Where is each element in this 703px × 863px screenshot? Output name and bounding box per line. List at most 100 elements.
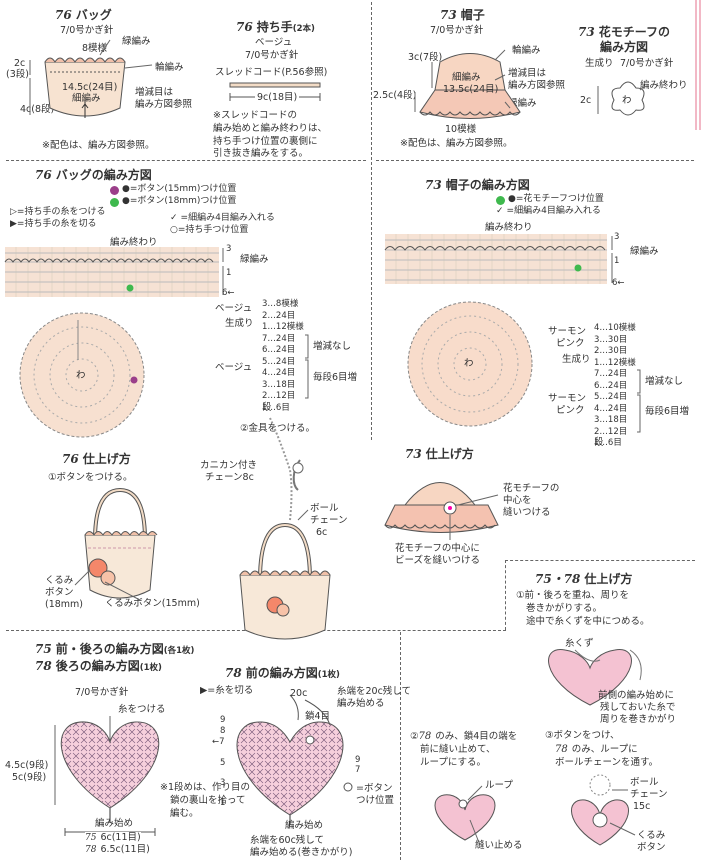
- bag-label-2c: 2c: [14, 58, 26, 69]
- heart-front-r5: 5: [220, 758, 226, 768]
- heart-finish-stop: 縫い止める: [475, 840, 523, 851]
- four-sc-icon-hat: ✓: [496, 206, 504, 217]
- bag-chart-legend-left: ▷=持ち手の糸をつける ▶=持ち手の糸を切る: [10, 207, 106, 230]
- hat-label-green: 緑編み: [508, 98, 537, 109]
- heart-front-btn2: つけ位置: [356, 795, 395, 806]
- bag-label-inc2: 編み方図参照: [135, 99, 193, 110]
- hat-chart-body-rows: [385, 234, 607, 284]
- motif-size: 2c: [580, 95, 592, 106]
- hat-chart-dan: 段: [594, 437, 604, 448]
- heart-front-r8: 8: [220, 726, 226, 736]
- hat-chart-color-pink: ピンク: [556, 338, 585, 349]
- hat-chart-row-list: 4…10模様 3…30目 2…30目 1…12模様 7…24目 6…24目 5……: [594, 323, 636, 448]
- heart-front-cut: ▶=糸を切る: [200, 685, 254, 696]
- heart-back-attach: 糸をつける: [118, 704, 166, 715]
- bag-chart-row3: 3: [226, 244, 232, 254]
- hat-label-inc2: 編み方図参照: [508, 80, 566, 91]
- bag-chart-legend-right: ●=ボタン(15mm)つけ位置 ●=ボタン(18mm)つけ位置: [110, 184, 236, 208]
- heart-front-f1: 糸端を60c残して: [250, 835, 325, 846]
- bag-label-inc1: 増減目は: [135, 87, 174, 98]
- bag-label-8: 8模様: [82, 43, 108, 54]
- bag-finish-kani2: チェーン8c: [205, 472, 254, 483]
- heart-finish-illustration3: [571, 774, 636, 846]
- hat-chart-legend: ●=花モチーフつけ位置 ✓=細編み4目編み入れる: [496, 194, 604, 217]
- heart-front-chain: 鎖4目: [305, 711, 331, 722]
- hat-finish-m3: 縫いつける: [503, 507, 551, 518]
- heart-finish-step1: ①前・後ろを重ね、周りを 巻きかがりする。 途中で糸くずを中につめる。: [516, 590, 650, 627]
- heart-finish-ball3: 15c: [633, 801, 651, 812]
- bag-chart-row-list: 3…8模様 2…24目 1…12模様 7…24目 6…24目 5…24目 4…2…: [262, 299, 304, 413]
- hat-chart-color-pink2: ピンク: [556, 405, 585, 416]
- bag-bottom-size: 14.5c(24目): [62, 82, 118, 93]
- bag-finish-step1: ①ボタンをつける。: [48, 472, 133, 483]
- bag-chart-row1: 1: [226, 268, 232, 278]
- handle-length: 9c(18目): [255, 92, 300, 104]
- motif-ring-label: わ: [622, 95, 632, 106]
- bag-finish-ball1: ボール: [310, 503, 339, 514]
- heart-front-c20: 20c: [290, 688, 308, 699]
- hat-chart-no-change: 増減なし: [645, 376, 684, 387]
- bag-finish-kurumi3: (18mm): [45, 599, 84, 610]
- bag-finish-illustration: [74, 417, 331, 640]
- hat-label-3c: 3c(7段): [408, 52, 443, 63]
- bag-chart-ring: わ: [76, 370, 86, 381]
- bag-note: ※配色は、編み方図参照。: [42, 140, 155, 151]
- bag-finish-ball3: 6c: [316, 527, 328, 538]
- hat-finish-b1: 花モチーフの中心に: [395, 543, 480, 554]
- heart-front-e1: 糸端を20c残して: [337, 686, 412, 697]
- heart-front-e2: 編み始める: [337, 698, 385, 709]
- heart-back-height2: 5c(9段): [12, 772, 47, 783]
- heart-finish-illustration2: [434, 785, 496, 846]
- bag-label-green: 緑編み: [122, 36, 151, 47]
- bag-finish-kurumi15: くるみボタン(15mm): [105, 598, 200, 609]
- heart-back-chart: [54, 716, 160, 836]
- bag-chart-legend-right2: ✓=細編み4目編み入れる ○=持ち手つけ位置: [170, 213, 275, 236]
- heart-front-r7b: 7: [355, 765, 361, 775]
- handle-hook: 7/0号かぎ針: [245, 50, 299, 61]
- hat-finish-illustration: [384, 482, 499, 540]
- motif-hook: 7/0号かぎ針: [620, 58, 674, 69]
- bag-bottom-chart: [19, 312, 145, 438]
- bag-chart-inc: 毎段6目増: [313, 372, 358, 383]
- heart-front-r9: 9: [220, 715, 226, 725]
- heart-back-start: 編み始め: [95, 818, 134, 829]
- hat-center-size: 13.5c(24目): [443, 84, 499, 95]
- heart-front-f2: 編み始める(巻きかがり): [250, 847, 353, 858]
- heart-back-hook: 7/0号かぎ針: [75, 687, 129, 698]
- bag-finish-step2: ②金具をつける。: [240, 423, 316, 434]
- heart-finish-kurumi1: くるみ: [637, 830, 666, 841]
- motif-end: 編み終わり: [640, 80, 688, 91]
- bag-finish-ball2: チェーン: [310, 515, 348, 526]
- hat-finish-m2: 中心を: [503, 495, 532, 506]
- heart-finish-f2: 残しておいた糸で: [600, 702, 676, 713]
- hat-chart-row3: 3: [614, 232, 620, 242]
- four-sc-icon: ✓: [170, 213, 178, 224]
- heart-finish-f1: 前側の編み始めに: [598, 690, 675, 701]
- bag-chart-green: 緑編み: [240, 254, 269, 265]
- bag-chart-end: 編み終わり: [110, 237, 158, 248]
- divider-vertical-top: [371, 2, 372, 440]
- button-18-icon: [110, 197, 119, 207]
- hat-chart-green: 緑編み: [630, 246, 659, 257]
- heart-finish-kuzu: 糸くず: [565, 638, 594, 649]
- heart-finish-f3: 周りを巻きかがり: [600, 714, 677, 725]
- motif-position-icon: [496, 195, 505, 205]
- bag-chart-color-beige: ベージュ: [215, 303, 253, 314]
- hat-chart-ring: わ: [464, 358, 474, 369]
- heart-front-btn1: =ボタン: [356, 783, 393, 794]
- divider-finish-v: [505, 560, 506, 630]
- hat-chart-rows-svg: [384, 236, 613, 283]
- bag-finish-kurumi1: くるみ: [45, 575, 74, 586]
- hat-label-10: 10模様: [445, 124, 477, 135]
- hat-top-chart: [407, 301, 533, 427]
- bag-chart-brackets: [305, 334, 309, 399]
- hat-chart-color-salmon: サーモン: [548, 326, 587, 337]
- divider-left-top: [6, 160, 366, 161]
- heart-front-r9b: 9: [355, 755, 361, 765]
